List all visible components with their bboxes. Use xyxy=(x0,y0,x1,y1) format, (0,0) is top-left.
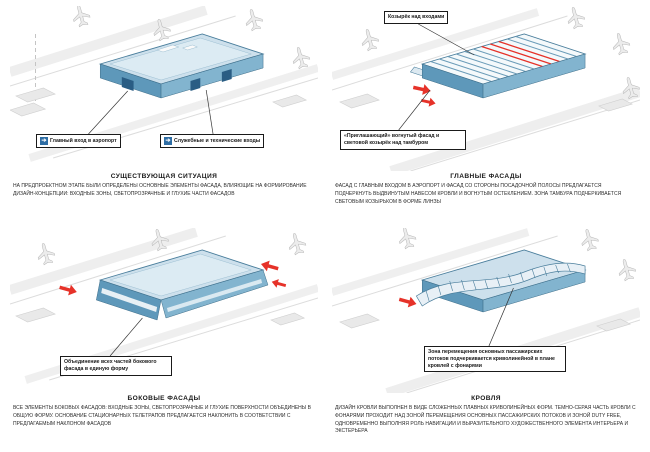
callout-label: Главный вход в аэропорт xyxy=(50,137,117,144)
panel-title: СУЩЕСТВУЮЩАЯ СИТУАЦИЯ xyxy=(110,173,218,180)
callout-label: Зона перемещения основных пассажирских п… xyxy=(428,349,555,369)
illustration-side-facades: Объединение всех частей бокового фасада … xyxy=(10,228,318,393)
illustration-main-facades: Козырёк над входами «Приглашающий» вогну… xyxy=(332,6,640,171)
panel-title: КРОВЛЯ xyxy=(471,395,501,402)
site-blocks xyxy=(339,93,633,112)
callout-label: «Приглашающий» вогнутый фасад и световой… xyxy=(344,133,440,146)
callout-main-entrance: ➔ Главный вход в аэропорт xyxy=(36,134,121,148)
site-blocks xyxy=(15,307,306,326)
panel-caption: ДИЗАЙН КРОВЛИ ВЫПОЛНЕН В ВИДЕ СЛОЖЕННЫХ … xyxy=(335,405,636,435)
entrance-markers xyxy=(121,69,232,91)
panel-caption: ФАСАД С ГЛАВНЫМ ВХОДОМ В АЭРОПОРТ И ФАСА… xyxy=(335,183,622,205)
building-illustration xyxy=(415,249,587,313)
panel-caption: НА ПРЕДПРОЕКТНОМ ЭТАПЕ БЫЛИ ОПРЕДЕЛЕНЫ О… xyxy=(13,183,307,197)
illustration-roof: Зона перемещения основных пассажирских п… xyxy=(332,228,640,393)
callout-label: Козырёк над входами xyxy=(388,14,445,20)
illustration-existing-situation: ➔ Главный вход в аэропорт ➔ Служебные и … xyxy=(10,6,318,171)
panel-side-facades: Объединение всех частей бокового фасада … xyxy=(10,228,318,446)
callout-side-facade-unification: Объединение всех частей бокового фасада … xyxy=(60,356,172,376)
red-arrow-icon xyxy=(397,294,418,310)
panel-roof: Зона перемещения основных пассажирских п… xyxy=(332,228,640,446)
roof-hatching xyxy=(430,36,577,82)
panel-title: ГЛАВНЫЕ ФАСАДЫ xyxy=(450,173,522,180)
callout-label: Объединение всех частей бокового фасада … xyxy=(64,359,157,372)
leader-line xyxy=(109,317,143,357)
roof-ribs xyxy=(425,263,571,302)
site-roads xyxy=(332,8,640,171)
leader-line xyxy=(398,23,475,131)
leader-line xyxy=(488,287,514,347)
callout-concave-facade: «Приглашающий» вогнутый фасад и световой… xyxy=(340,130,466,150)
red-arrow-icon xyxy=(412,82,437,108)
panel-existing-situation: ➔ Главный вход в аэропорт ➔ Служебные и … xyxy=(10,6,318,224)
curved-roof-band xyxy=(415,262,586,307)
entrance-arrow-icon: ➔ xyxy=(164,137,172,145)
building-illustration xyxy=(409,33,587,99)
entrance-arrow-icon: ➔ xyxy=(40,137,48,145)
panel-main-facades: Козырёк над входами «Приглашающий» вогну… xyxy=(332,6,640,224)
callout-service-entrances: ➔ Служебные и технические входы xyxy=(160,134,265,148)
callout-passenger-flow-roof: Зона перемещения основных пассажирских п… xyxy=(424,346,566,373)
building-illustration xyxy=(96,249,269,321)
panel-caption: ВСЕ ЭЛЕМЕНТЫ БОКОВЫХ ФАСАДОВ: ВХОДНЫЕ ЗО… xyxy=(13,405,311,427)
panel-title: БОКОВЫЕ ФАСАДЫ xyxy=(127,395,201,402)
building-illustration xyxy=(98,33,265,99)
site-blocks xyxy=(339,313,631,332)
callout-label: Служебные и технические входы xyxy=(174,137,261,144)
callout-entrance-canopy: Козырёк над входами xyxy=(384,11,449,24)
site-blocks xyxy=(10,87,308,117)
leader-line xyxy=(88,89,214,135)
